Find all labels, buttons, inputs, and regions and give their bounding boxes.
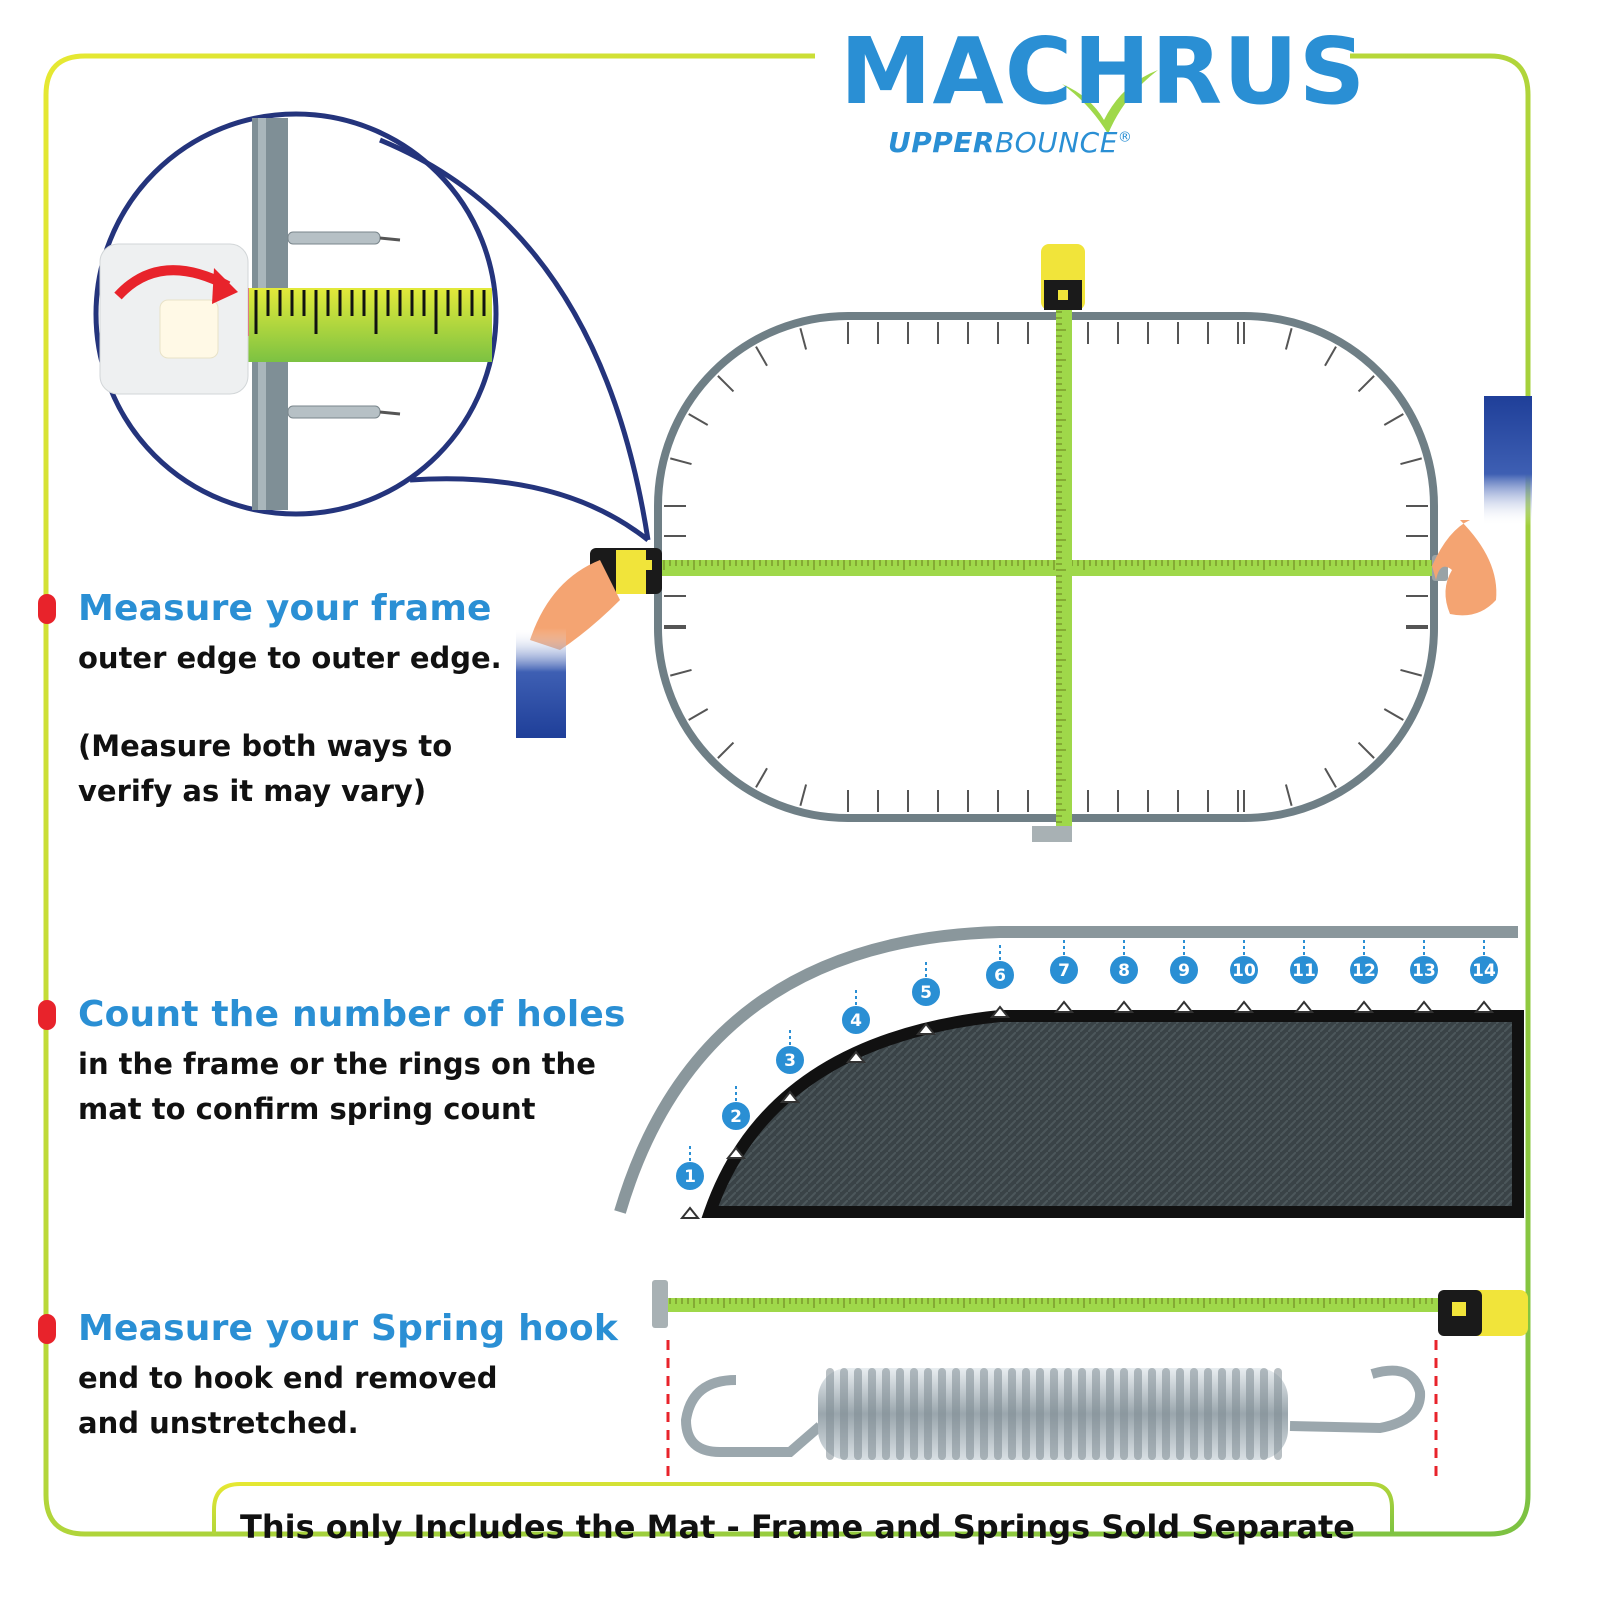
mat-ring [779, 1090, 801, 1103]
tape-measure-vertical [1032, 244, 1085, 842]
step2-line2: mat to confirm spring count [78, 1092, 536, 1126]
registered-mark: ® [1117, 129, 1133, 146]
mat-ring [989, 1005, 1011, 1018]
hole-number-badge: 1 [674, 1146, 706, 1192]
hole-number-badge: 9 [1168, 940, 1200, 986]
spring-tape-measure [652, 1280, 1528, 1480]
hole-number-label: 8 [1118, 961, 1130, 981]
hole-number-label: 2 [730, 1107, 742, 1127]
hole-number-label: 1 [684, 1167, 696, 1187]
hole-number-label: 12 [1352, 961, 1376, 981]
mat-ring [1173, 1000, 1195, 1013]
outer-border [43, 53, 1531, 1537]
mat-ring [1293, 1000, 1315, 1013]
hole-number-badge: 3 [774, 1030, 806, 1076]
bird-swoosh-icon [1062, 70, 1158, 134]
step3-heading: Measure your Spring hook [78, 1308, 618, 1349]
step3-line2: and unstretched. [78, 1406, 359, 1440]
hole-number-badge: 10 [1228, 940, 1260, 986]
hole-number-label: 6 [994, 966, 1006, 986]
step1-line2: (Measure both ways to [78, 729, 453, 763]
step-marker-3 [38, 1314, 56, 1344]
step1-heading: Measure your frame [78, 588, 492, 629]
hole-number-badge: 4 [840, 990, 872, 1036]
mat-ring [679, 1206, 701, 1219]
mat-ring [915, 1022, 937, 1035]
right-hand-illustration [1432, 396, 1532, 616]
mat-ring [1233, 1000, 1255, 1013]
hole-number-badge: 7 [1048, 940, 1080, 986]
hole-number-label: 5 [920, 983, 932, 1003]
hole-number-label: 9 [1178, 961, 1190, 981]
step-marker-1 [38, 594, 56, 624]
hole-number-label: 11 [1292, 961, 1316, 981]
brand-subtitle: UPPERBOUNCE® [888, 126, 1132, 159]
footer-disclaimer: This only Includes the Mat - Frame and S… [240, 1508, 1355, 1546]
mat-ring [1053, 1000, 1075, 1013]
step1-line1: outer edge to outer edge. [78, 641, 502, 675]
step3-line1: end to hook end removed [78, 1361, 498, 1395]
hole-number-badge: 2 [720, 1086, 752, 1132]
hole-number-badge: 14 [1468, 940, 1500, 986]
hole-number-label: 10 [1232, 961, 1256, 981]
mat-ring [1353, 1000, 1375, 1013]
hole-number-label: 7 [1058, 961, 1070, 981]
hole-number-label: 14 [1472, 961, 1496, 981]
hole-number-badge: 12 [1348, 940, 1380, 986]
mat-ring [845, 1050, 867, 1063]
footer-box [212, 1482, 1394, 1534]
hole-number-badge: 11 [1288, 940, 1320, 986]
hole-number-badge: 8 [1108, 940, 1140, 986]
hole-number-badge: 13 [1408, 940, 1440, 986]
step2-heading: Count the number of holes [78, 994, 626, 1035]
hole-number-label: 13 [1412, 961, 1436, 981]
magnifier-bubble [93, 111, 651, 542]
tape-measure-horizontal [648, 555, 1448, 581]
step-marker-2 [38, 1000, 56, 1030]
step2-line1: in the frame or the rings on the [78, 1047, 596, 1081]
mat-ring [1413, 1000, 1435, 1013]
left-hand-illustration [516, 548, 662, 738]
brand-sub-bold: UPPER [888, 126, 995, 159]
hole-number-label: 3 [784, 1051, 796, 1071]
hole-number-badge: 5 [910, 962, 942, 1008]
spring-illustration [680, 1365, 1426, 1460]
mat-ring [1113, 1000, 1135, 1013]
mat-ring [725, 1146, 747, 1159]
mat-ring [1473, 1000, 1495, 1013]
hole-number-badge: 6 [984, 945, 1016, 991]
step1-line3: verify as it may vary) [78, 774, 427, 808]
brand-sub-light: BOUNCE [994, 126, 1118, 159]
brand-logo-text: MACHRUS [840, 18, 1367, 125]
hole-number-label: 4 [850, 1011, 862, 1031]
